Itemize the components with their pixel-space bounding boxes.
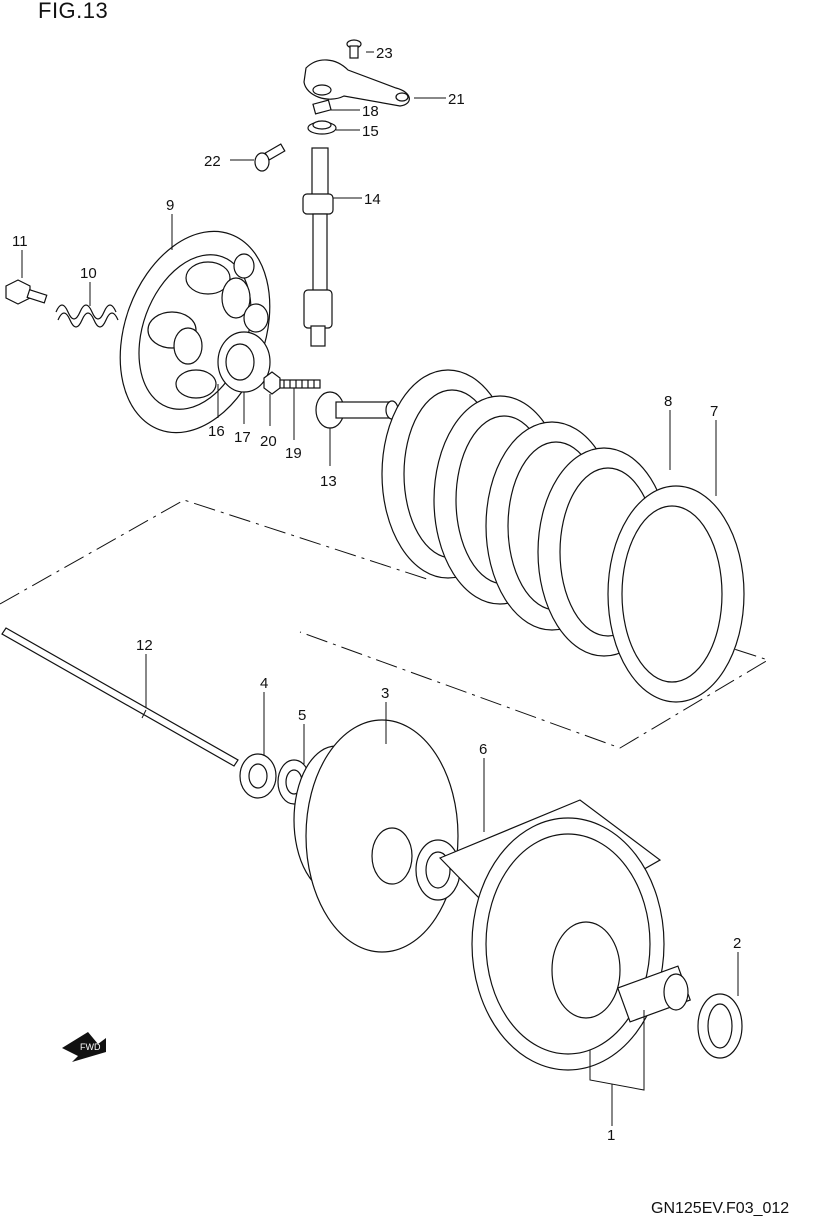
callout-7: 7 — [710, 403, 718, 420]
callout-8: 8 — [664, 393, 672, 410]
callout-labels: 23 21 18 15 22 14 9 11 10 16 17 20 19 13… — [12, 45, 741, 1144]
part-7-8-clutch-plates — [381, 369, 745, 703]
forward-arrow-icon: FWD — [62, 1032, 106, 1062]
part-15-seal — [307, 120, 337, 135]
part-23-screw — [346, 39, 362, 59]
callout-3: 3 — [381, 685, 389, 702]
callout-13: 13 — [320, 473, 337, 490]
callout-11: 11 — [12, 233, 28, 250]
callout-17: 17 — [234, 429, 251, 446]
part-3-clutch-sleeve-hub — [293, 719, 459, 953]
callout-1: 1 — [607, 1127, 615, 1144]
part-18-key — [312, 99, 332, 115]
callout-22: 22 — [204, 153, 221, 170]
callout-6: 6 — [479, 741, 487, 758]
callout-5: 5 — [298, 707, 306, 724]
callout-16: 16 — [208, 423, 225, 440]
assembly-outline — [0, 499, 770, 749]
callout-2: 2 — [733, 935, 741, 952]
figure-title: FIG.13 — [38, 0, 109, 23]
leader-lines — [21, 51, 739, 1126]
part-2-thrust-washer — [697, 993, 743, 1059]
part-1-primary-driven-gear — [438, 799, 691, 1071]
part-10-spring — [55, 304, 119, 328]
callout-4: 4 — [260, 675, 268, 692]
part-19-adjust-screw — [279, 379, 321, 389]
callout-14: 14 — [364, 191, 381, 208]
callout-10: 10 — [80, 265, 97, 282]
part-9-pressure-plate — [119, 230, 271, 434]
part-14-release-shaft — [302, 147, 334, 347]
callout-23: 23 — [376, 45, 393, 62]
callout-19: 19 — [285, 445, 302, 462]
part-12-push-rod — [1, 627, 239, 767]
part-22-screw — [254, 143, 286, 172]
callout-15: 15 — [362, 123, 379, 140]
callout-18: 18 — [362, 103, 379, 120]
part-16-17-bearing — [217, 331, 271, 393]
forward-label: FWD — [80, 1042, 101, 1052]
callout-9: 9 — [166, 197, 174, 214]
part-13-push-piece — [315, 391, 399, 429]
part-11-bolt — [5, 279, 48, 305]
callout-20: 20 — [260, 433, 277, 450]
part-4-nut — [239, 753, 277, 799]
callout-21: 21 — [448, 91, 465, 108]
part-21-lever — [303, 59, 410, 107]
figure-code: GN125EV.F03_012 — [651, 1200, 790, 1217]
callout-12: 12 — [136, 637, 153, 654]
